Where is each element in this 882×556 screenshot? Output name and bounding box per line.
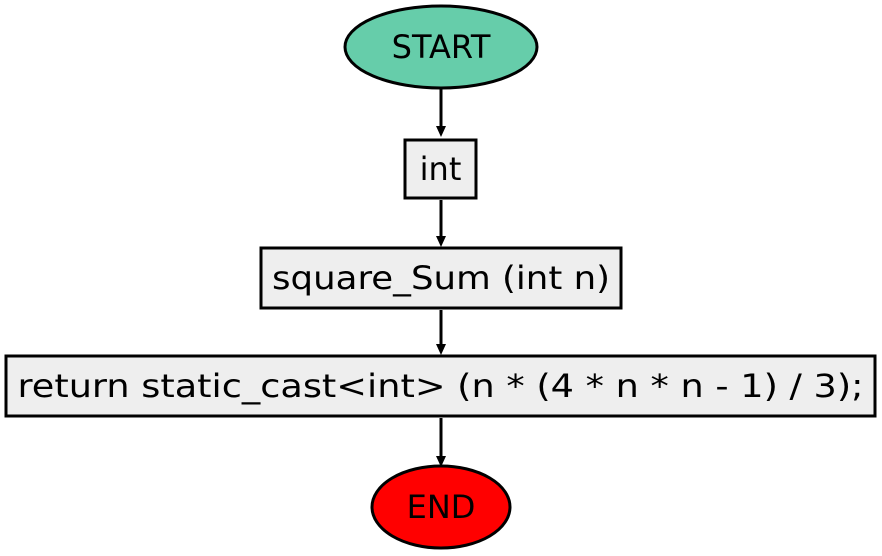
return-type-label: int <box>420 150 462 188</box>
function-signature-box <box>259 246 623 310</box>
return-statement-label: return static_cast<int> (n * (4 * n * n … <box>18 367 864 405</box>
return-type-box <box>403 138 478 200</box>
start-node: START <box>343 4 539 90</box>
end-label: END <box>407 488 476 526</box>
return-statement-node: return static_cast<int> (n * (4 * n * n … <box>4 354 877 418</box>
start-label: START <box>392 28 491 66</box>
end-ellipse <box>370 464 512 550</box>
end-node: END <box>370 464 512 550</box>
function-signature-label: square_Sum (int n) <box>272 259 610 297</box>
function-signature-node: square_Sum (int n) <box>259 246 623 310</box>
return-type-node: int <box>403 138 478 200</box>
start-ellipse <box>343 4 539 90</box>
return-statement-box <box>4 354 877 418</box>
